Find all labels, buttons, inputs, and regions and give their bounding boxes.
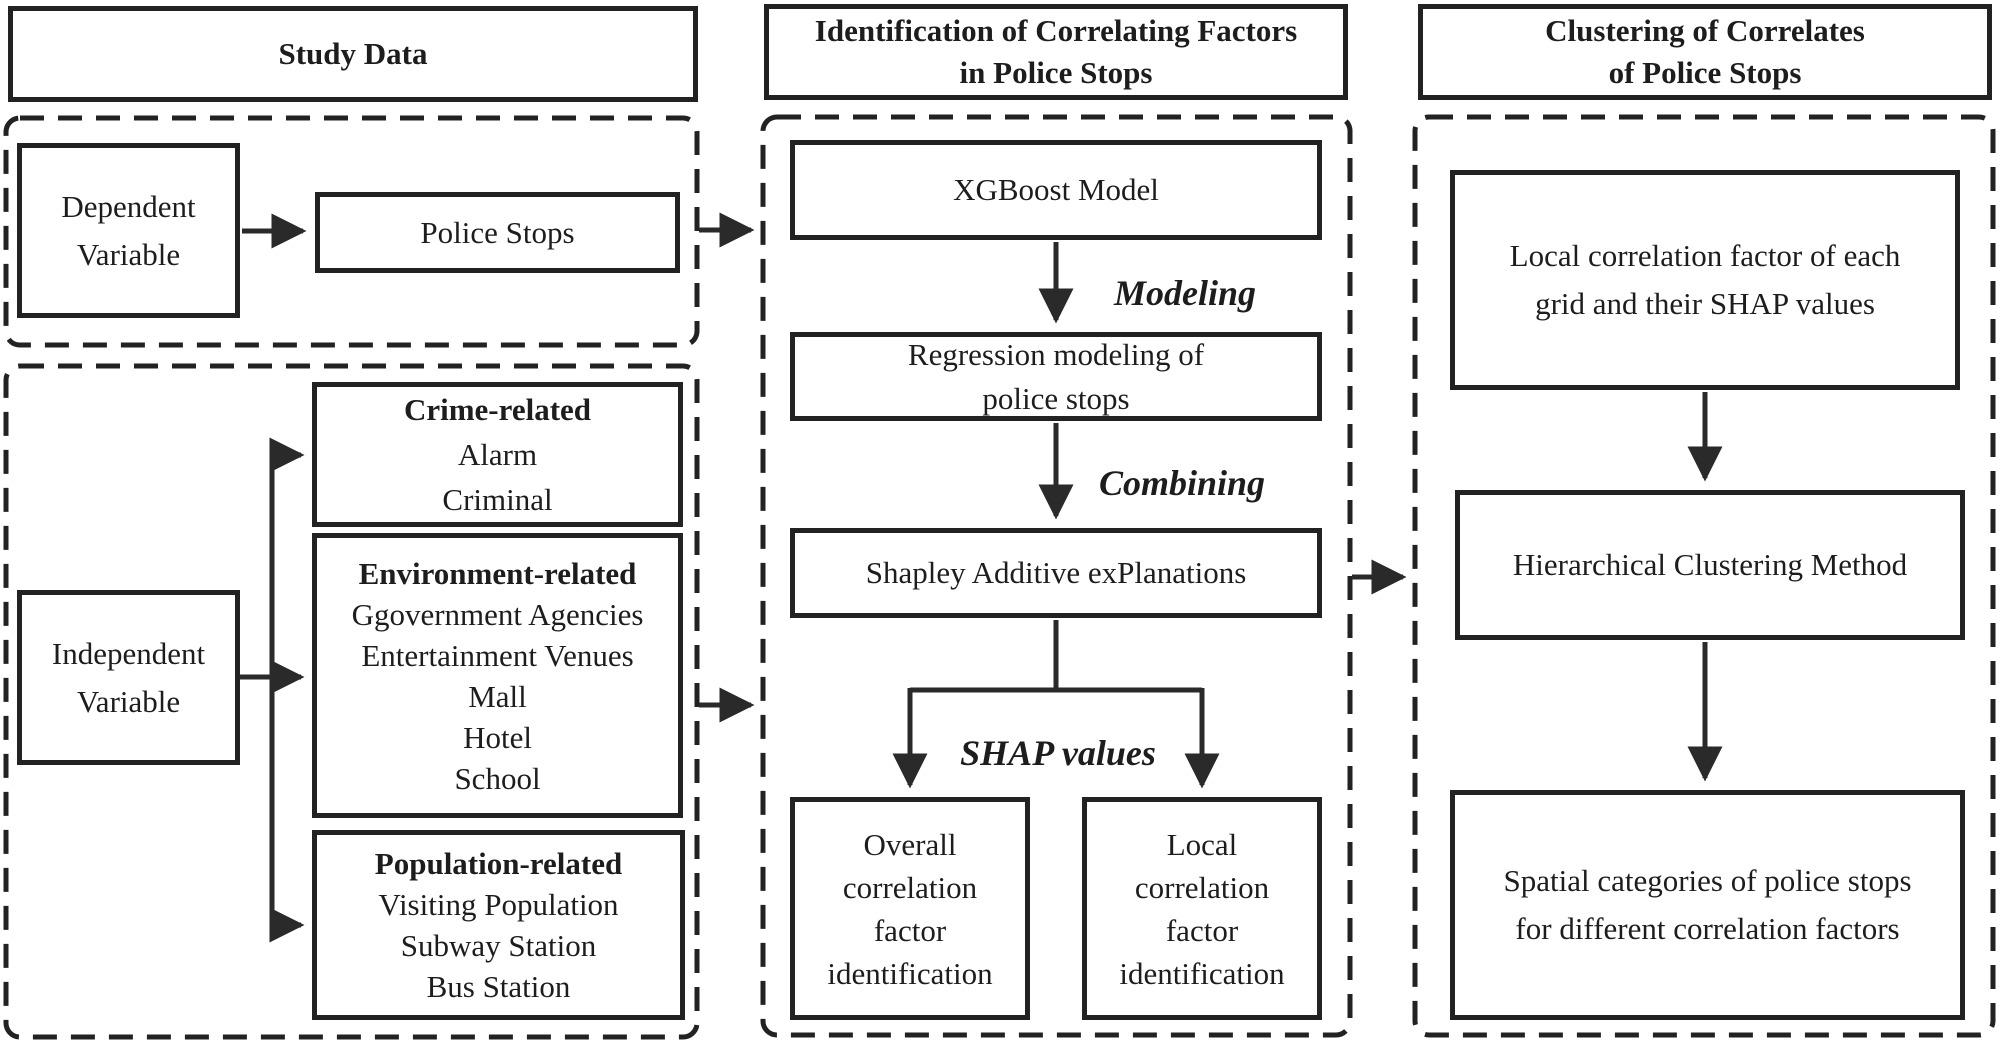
shap-values-label: SHAP values (960, 733, 1156, 773)
xgboost-model-box: XGBoost Model (790, 140, 1322, 240)
environment-related-box: Environment-related Ggovernment Agencies… (312, 533, 683, 818)
local-correlation-box: Local correlation factor identification (1082, 797, 1322, 1020)
crime-related-title: Crime-related (403, 392, 592, 427)
identification-header: Identification of Correlating Factors in… (764, 4, 1348, 100)
grid-shap-values-box: Local correlation factor of each grid an… (1450, 170, 1960, 390)
hierarchical-clustering-box: Hierarchical Clustering Method (1455, 490, 1965, 640)
dependent-group-dashed-frame (3, 115, 700, 348)
population-item: Visiting Population (378, 887, 619, 922)
overall-correlation-box: Overall correlation factor identificatio… (790, 797, 1030, 1020)
combining-label: Combining (1098, 463, 1266, 503)
clustering-group-dashed-frame (1412, 114, 1996, 1038)
study-data-header: Study Data (8, 6, 698, 102)
population-item: Bus Station (426, 969, 571, 1004)
crime-item: Alarm (457, 437, 538, 472)
population-item: Subway Station (400, 928, 597, 963)
environment-item: School (454, 760, 541, 796)
environment-item: Mall (468, 678, 527, 714)
independent-variable-box: Independent Variable (17, 590, 240, 765)
spatial-categories-box: Spatial categories of police stops for d… (1450, 790, 1965, 1020)
shapley-box: Shapley Additive exPlanations (790, 528, 1322, 618)
population-related-title: Population-related (374, 846, 623, 881)
environment-related-title: Environment-related (358, 555, 637, 591)
independent-group-dashed-frame (3, 363, 700, 1040)
environment-item: Hotel (463, 719, 532, 755)
dependent-variable-box: Dependent Variable (17, 143, 240, 318)
environment-item: Entertainment Venues (361, 637, 634, 673)
modeling-label: Modeling (1113, 273, 1257, 313)
police-stops-box: Police Stops (315, 192, 680, 273)
identification-group-dashed-frame (760, 114, 1353, 1038)
environment-item: Ggovernment Agencies (351, 596, 644, 632)
study-data-title: Study Data (278, 36, 428, 71)
clustering-header: Clustering of Correlates of Police Stops (1418, 4, 1992, 100)
population-related-box: Population-related Visiting Population S… (312, 830, 685, 1020)
regression-modeling-box: Regression modeling of police stops (790, 332, 1322, 421)
crime-related-box: Crime-related Alarm Criminal (312, 382, 683, 527)
crime-item: Criminal (442, 482, 553, 517)
